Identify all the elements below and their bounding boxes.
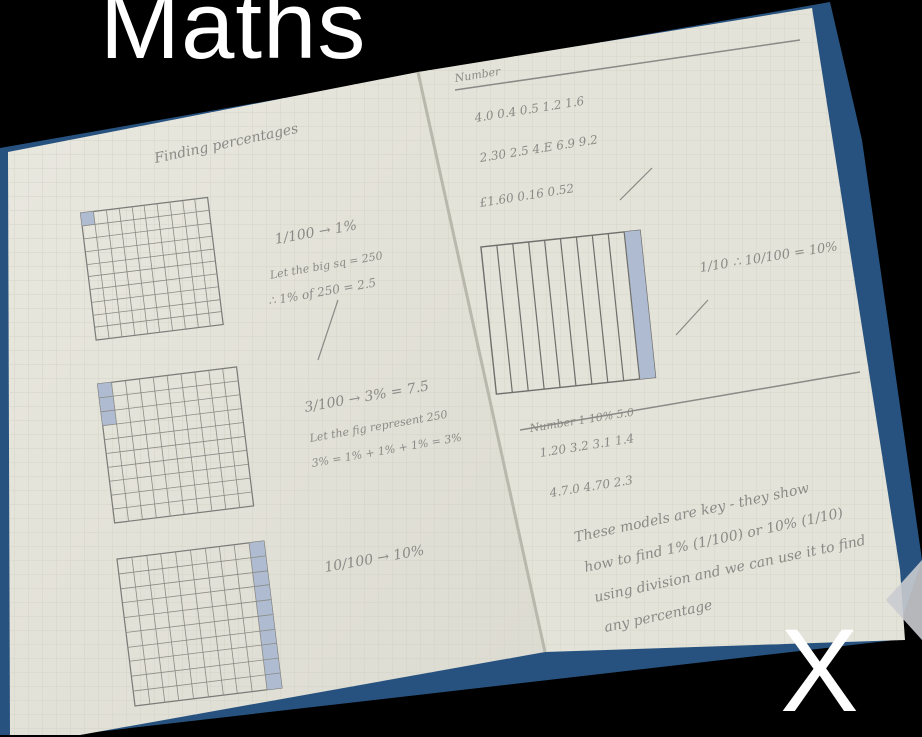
hundred-square-1 [79,196,224,341]
close-icon[interactable]: X [780,605,859,737]
hundred-square-2 [96,366,255,524]
tenths-model [480,229,657,395]
slide-title: Maths [100,0,367,79]
hundred-square-3 [116,540,283,707]
